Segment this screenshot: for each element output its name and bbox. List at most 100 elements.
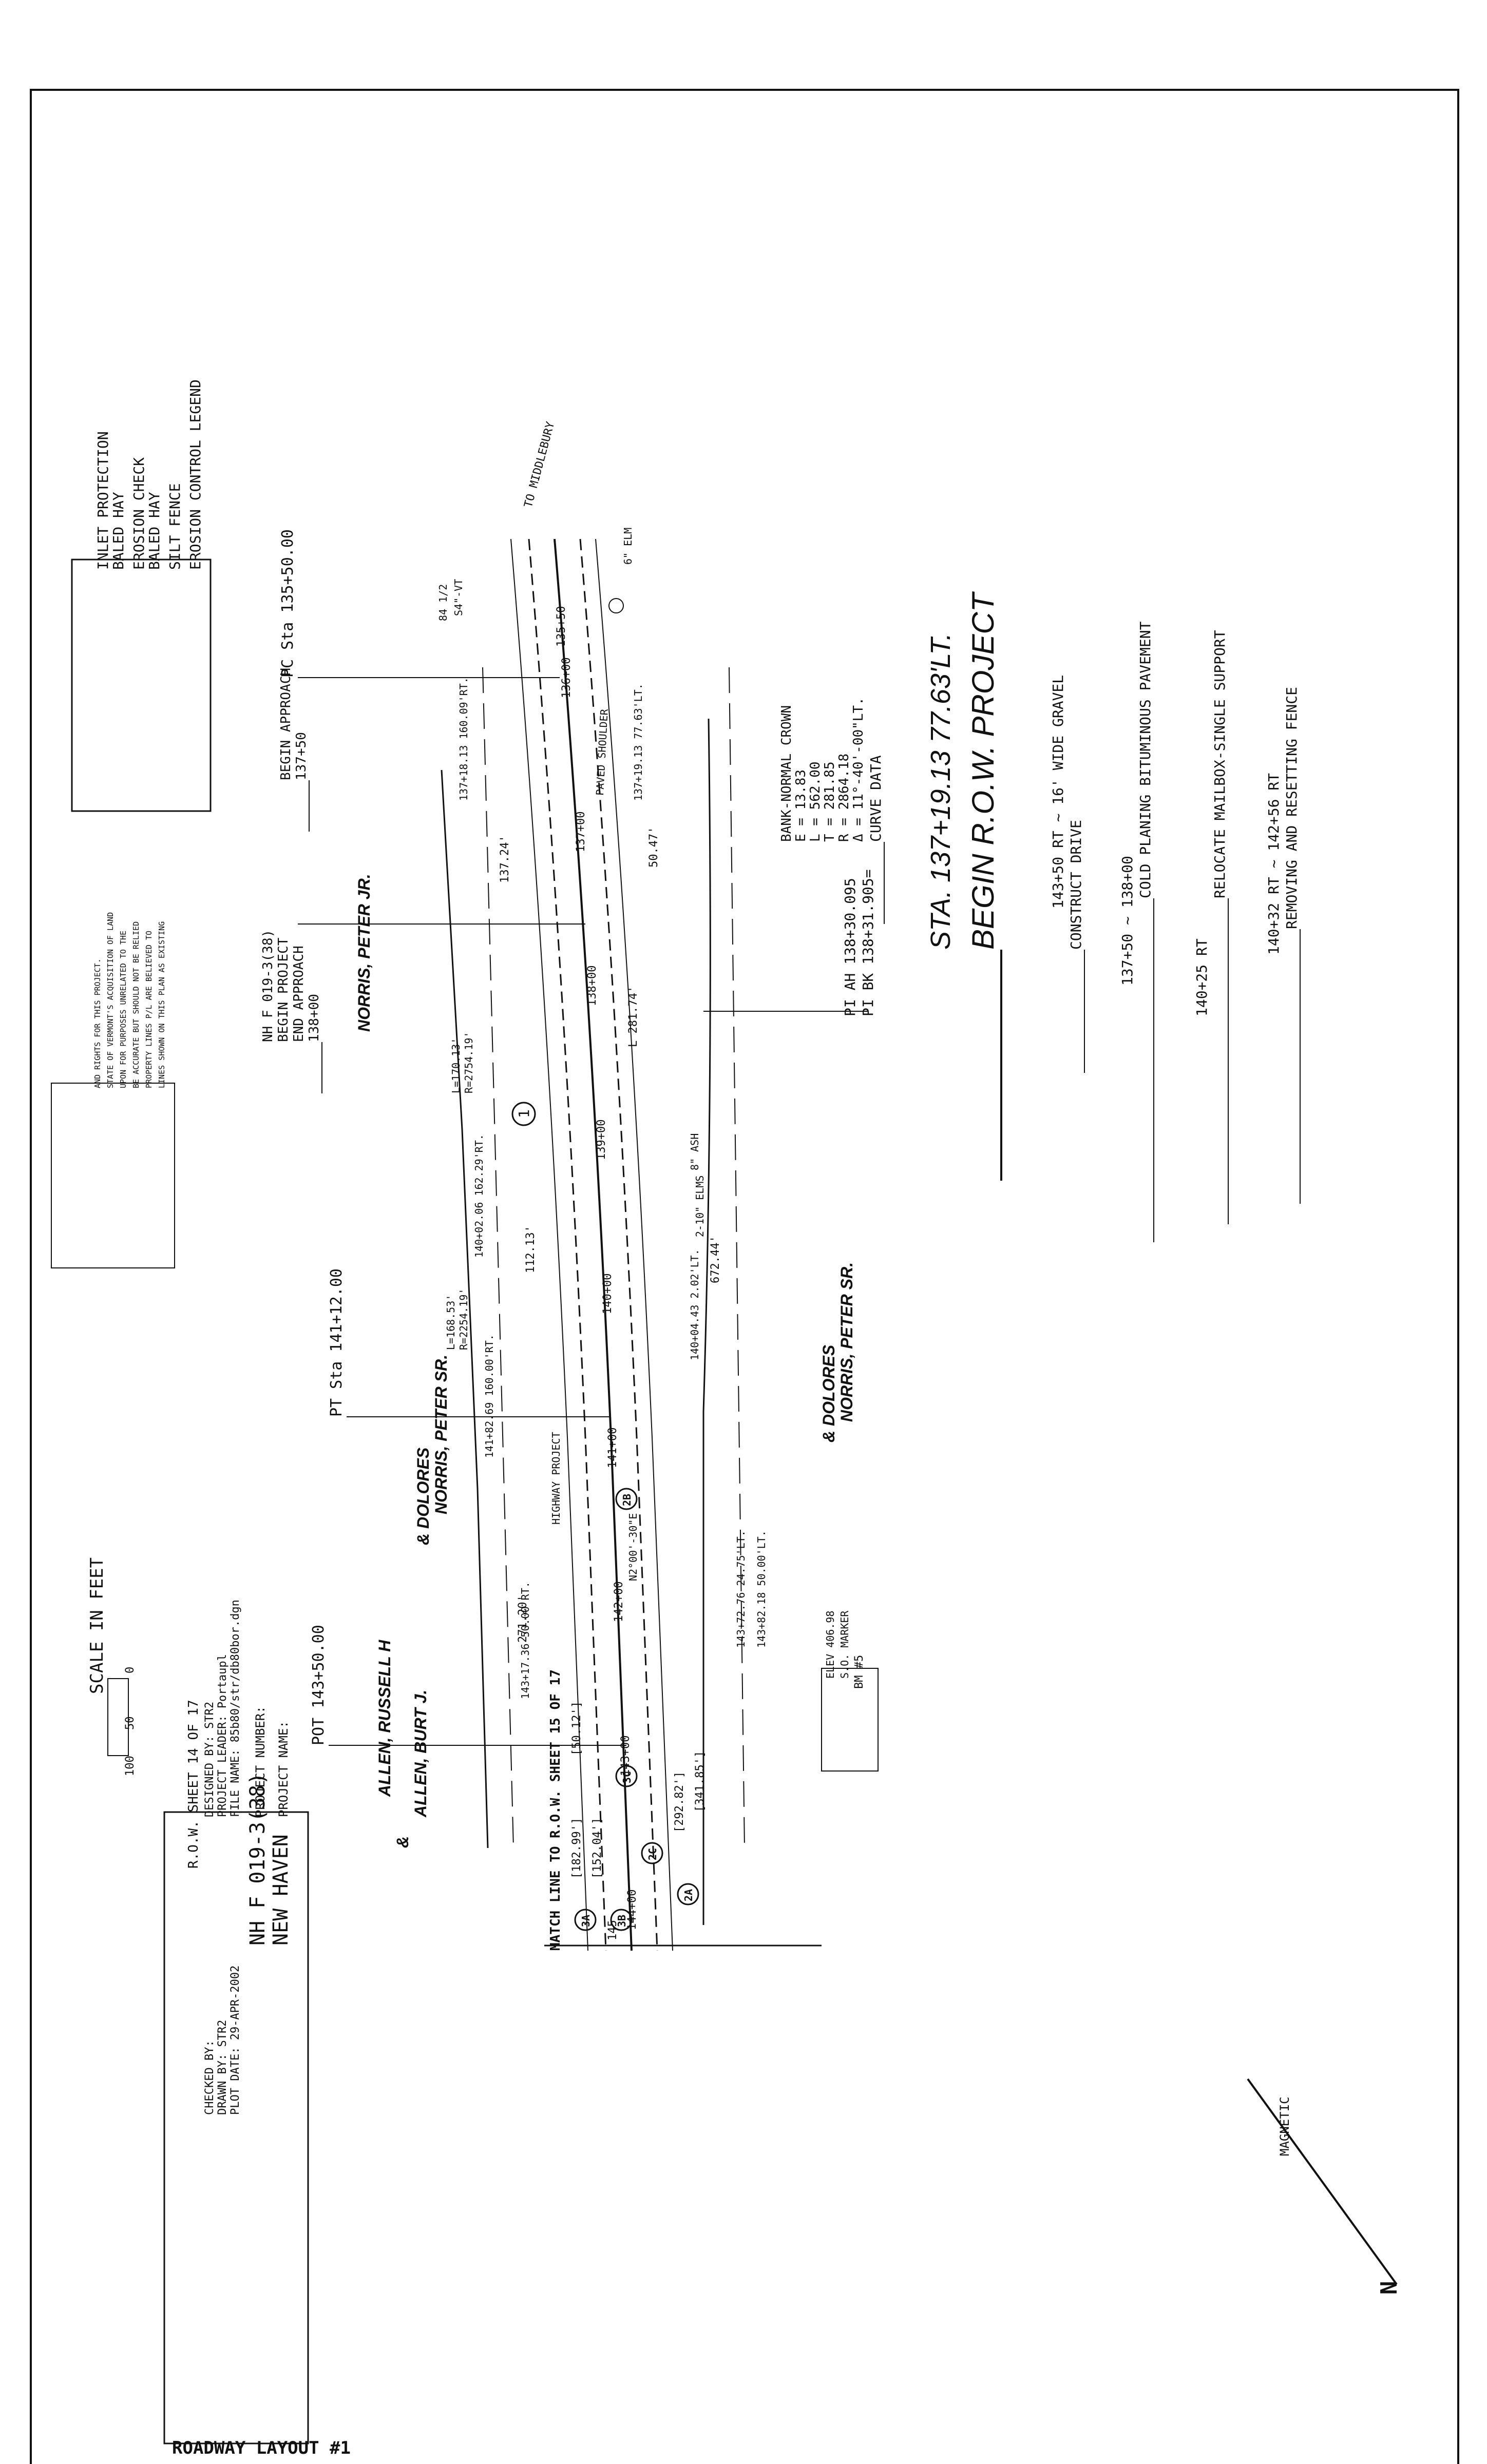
elm-label: 6" ELM: [622, 528, 634, 565]
parcel-1-badge: [511, 1102, 536, 1126]
sta-note-h: 143+17.36 50.00'RT.: [519, 1582, 531, 1699]
plot-date: PLOT DATE: 29-APR-2002: [229, 1966, 242, 2115]
sta-note-b: 137+18.13 160.09'RT.: [457, 677, 470, 801]
pavement-edge-left: [579, 538, 658, 1951]
erosion-legend: EROSION CONTROL LEGEND SILT FENCE BALED …: [71, 379, 212, 812]
scale-bar: [107, 1678, 129, 1756]
bm-box: [821, 1668, 879, 1772]
elms-label: 2-10" ELMS: [694, 1176, 706, 1237]
l-label: L 281.74': [627, 986, 640, 1047]
sta-142: 142+00: [613, 1582, 625, 1622]
bm-elev: ELEV 406.98: [824, 1611, 836, 1679]
legend-inlet-1: BALED HAY: [110, 492, 127, 570]
begin-project-label: BEGIN PROJECT: [276, 937, 291, 1042]
designed-by: DESIGNED BY: STR2: [203, 1702, 216, 1817]
disclaimer-line-6: AND RIGHTS FOR THIS PROJECT.: [93, 958, 102, 1088]
sta-note-a: 137+19.13 77.63'LT.: [632, 683, 644, 801]
file-name: FILE NAME: 85b80/str/db80bor.dgn: [229, 1600, 242, 1817]
sta-140: 140+00: [601, 1274, 614, 1314]
pot-station: POT 143+50.00: [310, 1625, 328, 1745]
sta-141: 141+00: [606, 1428, 619, 1468]
sta-note-c: 140+02.06 162.29'RT.: [473, 1134, 485, 1258]
dist-50-12: [50.12']: [570, 1701, 583, 1756]
owner-norris-sr-south-1: NORRIS, PETER SR.: [432, 1355, 450, 1514]
sta-135-50: 135+50: [555, 606, 568, 647]
tree-symbols: 6" ELM 8" ASH 2-10" ELMS S4"-VT 84 1/2: [437, 528, 706, 1237]
curve-r: R = 2864.18: [836, 754, 852, 842]
sta-138: 138+00: [586, 966, 599, 1006]
pavement-edge-right: [528, 538, 607, 1951]
bearing-label: N2°00'-30"E: [627, 1513, 639, 1581]
ash-label: 8" ASH: [689, 1133, 701, 1170]
bubble-3a: [574, 1909, 597, 1931]
disclaimer-line-5: STATE OF VERMONT'S ACQUISITION OF LAND: [106, 912, 115, 1088]
bubble-2c-label: 2C: [646, 1848, 659, 1860]
roadway: [441, 538, 745, 1951]
disclaimer-line-3: BE ACCURATE BUT SHOULD NOT BE RELIED: [131, 921, 141, 1088]
sheet-number: R.O.W. SHEET 14 OF 17: [186, 1700, 201, 1869]
owner-norris-sr-north-1: NORRIS, PETER SR.: [837, 1262, 856, 1422]
sheet-border: [30, 89, 1459, 2464]
end-approach-sta: 138+00: [307, 994, 322, 1042]
pi-ahead: PI AH 138+30.095: [842, 878, 859, 1016]
nail-label: S4"-VT: [452, 579, 465, 616]
note-fence-title: REMOVING AND RESETTING FENCE: [1283, 687, 1300, 929]
legend-baled-check-2: EROSION CHECK: [130, 457, 147, 570]
north-arrow-shaft: [1247, 2078, 1398, 2285]
scale-50: 50: [124, 1717, 137, 1730]
nail-number: 84 1/2: [437, 584, 449, 621]
curve-data: CURVE DATA Δ = 11°-40'-00"LT. R = 2864.1…: [779, 697, 885, 924]
checked-by: CHECKED BY:: [203, 2040, 216, 2115]
magnetic-label: MAGNETIC: [1278, 2096, 1292, 2156]
curve-l-b: L=168.53': [445, 1295, 457, 1350]
bubble-3b: [610, 1909, 633, 1931]
bubble-3b-label: 3B: [616, 1915, 628, 1927]
bubble-3c: [615, 1765, 638, 1787]
to-middlebury: TO MIDDLEBURY: [522, 420, 558, 509]
project-name-label: PROJECT NAME:: [276, 1721, 291, 1817]
dist-271: 271.20': [517, 1595, 529, 1643]
graphic-scale: 0 50 100 SCALE IN FEET: [87, 1557, 137, 1776]
begin-project-number: NH F 019-3(38): [260, 930, 276, 1042]
dist-112: 112.13': [524, 1225, 537, 1273]
curve-delta: Δ = 11°-40'-00"LT.: [851, 697, 866, 842]
bubble-2a: [677, 1883, 699, 1905]
bm-sub: S.O. MARKER: [838, 1610, 851, 1679]
bubble-2b: [615, 1488, 638, 1510]
curve-l: L = 562.00: [808, 761, 823, 842]
note-mailbox-title: RELOCATE MAILBOX-SINGLE SUPPORT: [1211, 630, 1228, 898]
curve-r-b: R=2254.19': [457, 1288, 470, 1350]
pi-back: PI BK 138+31.905=: [860, 869, 876, 1016]
owner-allen-amp: &: [393, 1836, 412, 1848]
north-label: N: [1376, 2281, 1402, 2295]
shoulder-right: [510, 538, 588, 1951]
dist-672: 672.44': [709, 1236, 722, 1283]
sta-note-g: 143+72.76 24.75'LT.: [735, 1530, 747, 1648]
begin-row-title: BEGIN R.O.W. PROJECT: [966, 591, 1000, 950]
begin-approach-label: BEGIN APPROACH: [278, 668, 294, 780]
pt-station: PT Sta 141+12.00: [328, 1268, 346, 1417]
curve-t: T = 281.85: [822, 761, 837, 842]
bubble-2b-label: 2B: [621, 1494, 633, 1506]
note-planing-sub: 137+50 ~ 138+00: [1119, 856, 1136, 986]
title-block: PROJECT NAME: NEW HAVEN PROJECT NUMBER: …: [163, 1600, 309, 2444]
scale-0: 0: [124, 1667, 137, 1673]
sta-143: 143+00: [619, 1736, 632, 1776]
match-line: MATCH LINE TO R.O.W. SHEET 15 OF 17: [548, 1669, 563, 1951]
curve-r-a: R=2754.19': [463, 1032, 475, 1093]
existing-row-right: [482, 667, 514, 1849]
legend-inlet-2: INLET PROTECTION: [94, 431, 111, 570]
project-number-label: PROJECT NUMBER:: [253, 1706, 268, 1817]
curve-data-title: CURVE DATA: [867, 755, 884, 842]
row-line-left: [702, 718, 711, 1925]
bm-title: BM #5: [853, 1655, 866, 1689]
sta-note-d: 140+04.43 2.02'LT.: [689, 1249, 701, 1360]
disclaimer-line-2: PROPERTY LINES P/L ARE BELIEVED TO: [144, 931, 154, 1088]
dist-341: [341.85']: [694, 1751, 707, 1812]
legend-title: EROSION CONTROL LEGEND: [187, 379, 204, 570]
sta-145: 145: [606, 1920, 619, 1940]
curve-bank: BANK-NORMAL CROWN: [779, 705, 794, 842]
parcel-bubbles: 2B 3C 2C 2A 3B 3A: [574, 1488, 699, 1931]
dist-292: [292.82']: [673, 1772, 686, 1833]
owner-norris-sr-south-2: & DOLORES: [414, 1447, 432, 1545]
